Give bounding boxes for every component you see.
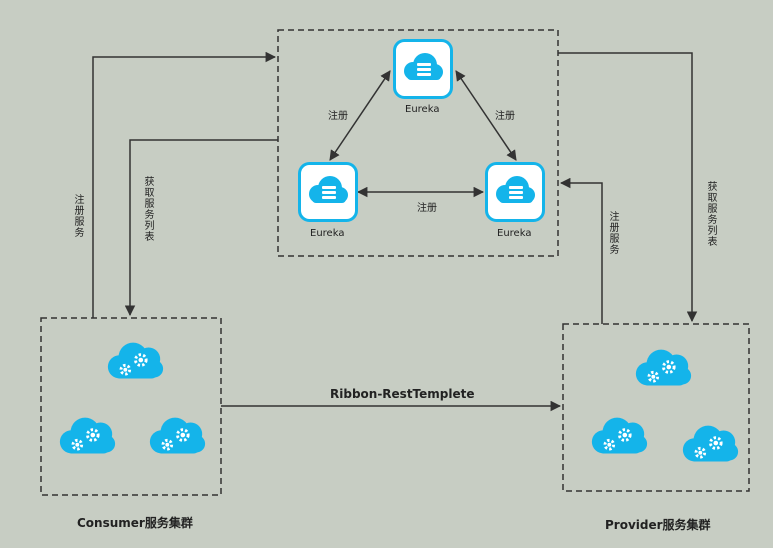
cloud-gear-icon <box>148 416 207 455</box>
provider-cluster-title: Provider服务集群 <box>605 518 711 532</box>
cloud-gear-icon <box>106 341 165 380</box>
cloud-gear-icon <box>590 416 649 455</box>
peer-register-label: 注册 <box>495 111 515 122</box>
provider-cluster-box <box>562 323 750 492</box>
consumer-fetch-label: 获取服务列表 <box>142 176 153 242</box>
cloud-gear-icon <box>634 348 693 387</box>
ribbon-call-label: Ribbon-RestTemplete <box>330 387 475 401</box>
eureka-server-icon-top <box>393 39 453 99</box>
peer-register-label: 注册 <box>417 203 437 214</box>
provider-register-arrow <box>559 177 603 324</box>
peer-link-left <box>329 70 391 161</box>
peer-register-label: 注册 <box>328 111 348 122</box>
eureka-server-icon-right <box>485 162 545 222</box>
cloud-gear-icon <box>681 424 740 463</box>
cloud-gear-icon <box>58 416 117 455</box>
eureka-node-name: Eureka <box>497 228 532 239</box>
eureka-node-name: Eureka <box>310 228 345 239</box>
eureka-node-name: Eureka <box>405 104 440 115</box>
registry-cluster-box <box>277 29 559 257</box>
provider-register-label: 注册服务 <box>607 211 618 255</box>
consumer-register-arrow <box>92 51 277 318</box>
consumer-cluster-box <box>40 317 222 496</box>
consumer-cluster-title: Consumer服务集群 <box>77 516 193 530</box>
provider-fetch-arrow <box>558 52 698 323</box>
eureka-server-icon-left <box>298 162 358 222</box>
peer-link-right <box>455 70 517 161</box>
consumer-fetch-arrow <box>124 139 278 317</box>
consumer-register-label: 注册服务 <box>72 194 83 238</box>
provider-fetch-label: 获取服务列表 <box>705 181 716 247</box>
